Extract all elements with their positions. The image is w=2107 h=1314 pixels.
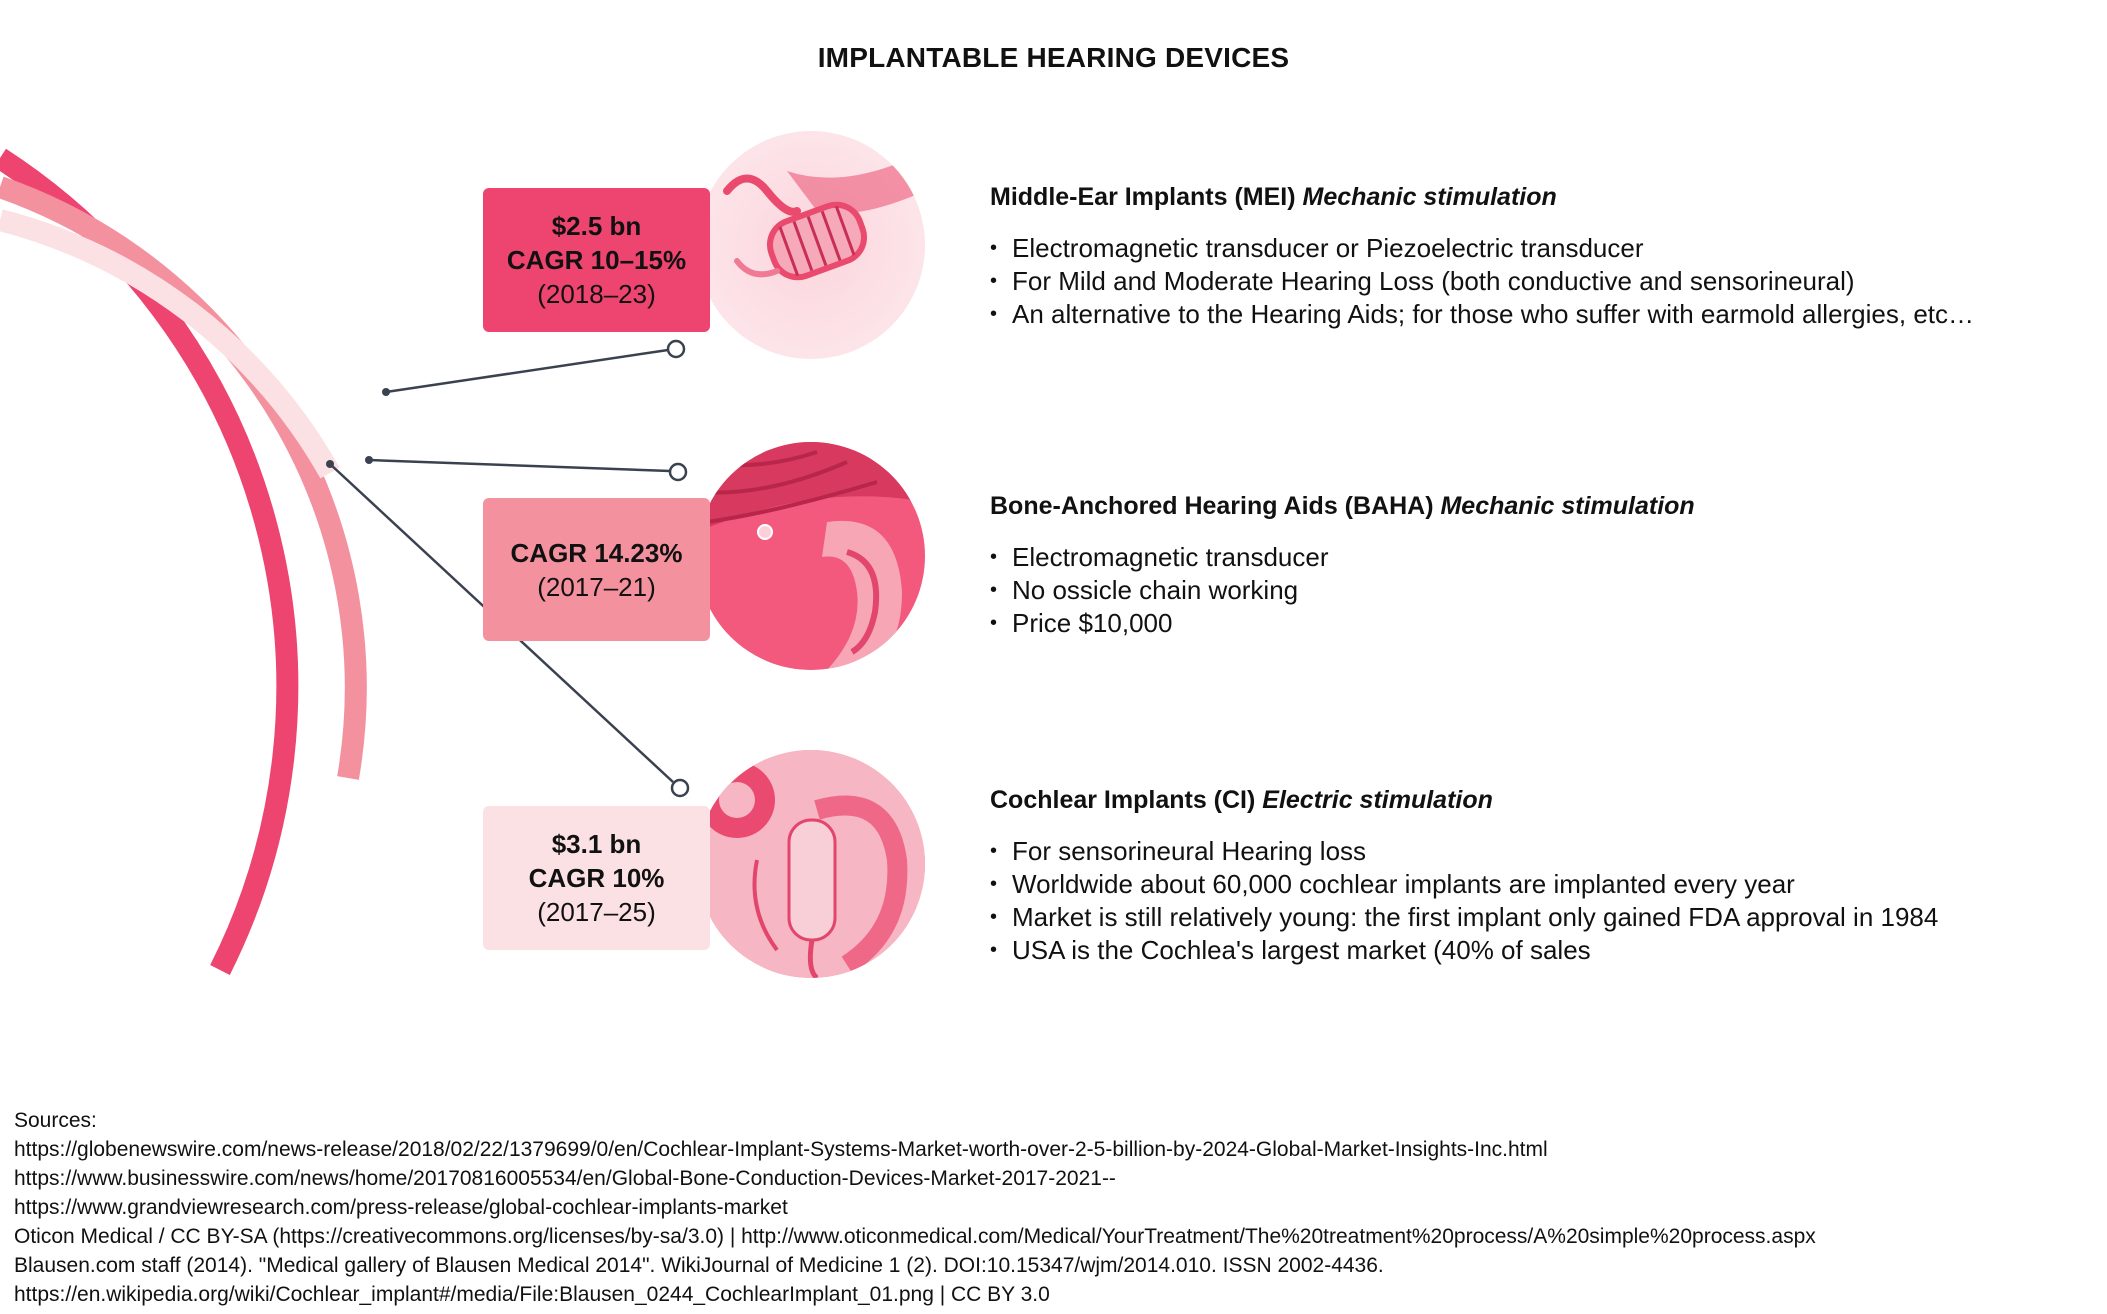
bone-anchored-hearing-aid-image	[697, 442, 925, 670]
baha-stimulation: Mechanic stimulation	[1440, 492, 1695, 520]
baha-market-box: CAGR 14.23% (2017–21)	[483, 498, 710, 641]
mei-title: Middle-Ear Implants (MEI) Mechanic stimu…	[990, 183, 2090, 212]
mei-market-box: $2.5 bn CAGR 10–15% (2018–23)	[483, 188, 710, 332]
connector-ring-mei	[666, 339, 686, 359]
baha-title: Bone-Anchored Hearing Aids (BAHA) Mechan…	[990, 492, 2090, 521]
mei-period: (2018–23)	[537, 279, 656, 309]
connector-ring-baha	[668, 462, 688, 482]
source-line: https://globenewswire.com/news-release/2…	[14, 1138, 1548, 1161]
list-item: For sensorineural Hearing loss	[990, 835, 2090, 868]
connector-dot-start-baha	[365, 456, 373, 464]
list-item: No ossicle chain working	[990, 574, 2090, 607]
ci-period: (2017–25)	[537, 897, 656, 927]
source-line: https://en.wikipedia.org/wiki/Cochlear_i…	[14, 1283, 1050, 1306]
baha-period: (2017–21)	[537, 571, 656, 602]
baha-cagr: CAGR 14.23%	[510, 537, 683, 568]
ci-stimulation: Electric stimulation	[1262, 786, 1493, 814]
connector-ring-ci	[670, 778, 690, 798]
cochlear-implant-image	[697, 750, 925, 978]
list-item: An alternative to the Hearing Aids; for …	[990, 298, 2090, 331]
list-item: Electromagnetic transducer	[990, 541, 2090, 574]
source-line: Blausen.com staff (2014). "Medical galle…	[14, 1254, 1384, 1277]
mei-bullets: Electromagnetic transducer or Piezoelect…	[990, 232, 2090, 331]
source-line: https://www.grandviewresearch.com/press-…	[14, 1196, 788, 1219]
connector-dot-start-ci	[326, 460, 334, 468]
ci-market-size: $3.1 bn	[551, 829, 642, 859]
list-item: For Mild and Moderate Hearing Loss (both…	[990, 265, 2090, 298]
mei-cagr: CAGR 10–15%	[506, 245, 687, 275]
ci-section: Cochlear Implants (CI) Electric stimulat…	[990, 786, 2090, 967]
list-item: Price $10,000	[990, 607, 2090, 640]
page-title: IMPLANTABLE HEARING DEVICES	[817, 42, 1290, 73]
ci-bullets: For sensorineural Hearing loss Worldwide…	[990, 835, 2090, 967]
list-item: USA is the Cochlea's largest market (40%…	[990, 934, 2090, 967]
connector-line-baha	[368, 458, 671, 473]
ci-title: Cochlear Implants (CI) Electric stimulat…	[990, 786, 2090, 815]
mei-name: Middle-Ear Implants (MEI)	[990, 183, 1296, 211]
list-item: Electromagnetic transducer or Piezoelect…	[990, 232, 2090, 265]
list-item: Worldwide about 60,000 cochlear implants…	[990, 868, 2090, 901]
source-line: https://www.businesswire.com/news/home/2…	[14, 1167, 1116, 1190]
mei-stimulation: Mechanic stimulation	[1302, 183, 1557, 211]
connector-dot-start-mei	[382, 388, 390, 396]
list-item: Market is still relatively young: the fi…	[990, 901, 2090, 934]
ci-market-box: $3.1 bn CAGR 10% (2017–25)	[483, 806, 710, 950]
ci-cagr: CAGR 10%	[528, 863, 665, 893]
sources: Sources: https://globenewswire.com/news-…	[14, 1106, 2094, 1309]
baha-bullets: Electromagnetic transducer No ossicle ch…	[990, 541, 2090, 640]
connector-line-mei	[385, 348, 669, 394]
ci-name: Cochlear Implants (CI)	[990, 786, 1256, 814]
arc-inner	[0, 209, 340, 479]
arc-middle	[0, 176, 367, 780]
middle-ear-implant-image	[697, 131, 925, 359]
mei-market-size: $2.5 bn	[551, 211, 642, 241]
source-line: Oticon Medical / CC BY-SA (https://creat…	[14, 1225, 1816, 1248]
baha-section: Bone-Anchored Hearing Aids (BAHA) Mechan…	[990, 492, 2090, 640]
mei-section: Middle-Ear Implants (MEI) Mechanic stimu…	[990, 183, 2090, 331]
sources-heading: Sources:	[14, 1109, 97, 1132]
baha-name: Bone-Anchored Hearing Aids (BAHA)	[990, 492, 1434, 520]
